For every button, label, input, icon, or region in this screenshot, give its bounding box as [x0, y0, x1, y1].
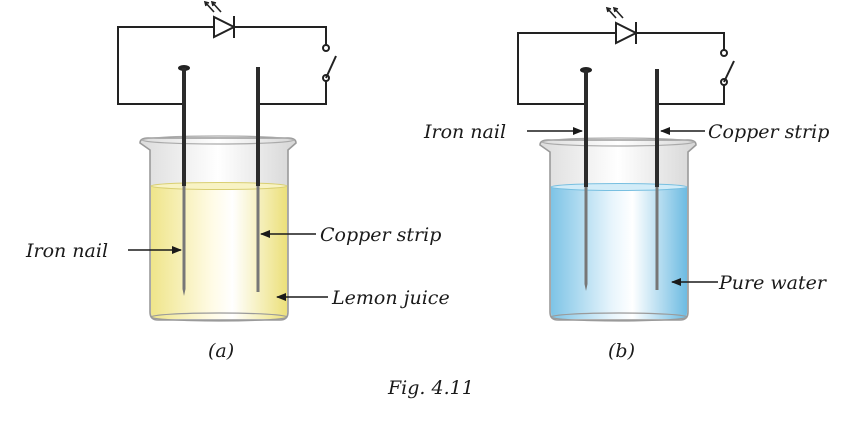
label-copper-strip-a: Copper strip: [320, 224, 441, 246]
led-icon: [605, 6, 640, 45]
pure-water-liquid: [551, 187, 687, 319]
copper-strip-a: [256, 67, 260, 292]
circuit-wire-b: [517, 32, 725, 105]
copper-strip-b: [655, 69, 659, 290]
iron-nail-a: [178, 65, 190, 296]
figure-caption: Fig. 4.11: [387, 377, 474, 399]
label-iron-nail-b: Iron nail: [423, 121, 506, 143]
iron-nail-b: [580, 67, 592, 291]
label-copper-strip-b: Copper strip: [708, 121, 829, 143]
caption-a: (a): [208, 340, 234, 362]
switch-icon: [720, 49, 735, 86]
setup-a: Iron nail Copper strip Lemon juice (a): [25, 0, 450, 362]
lemon-juice-liquid: [151, 186, 287, 319]
caption-b: (b): [608, 340, 635, 362]
switch-icon: [322, 44, 337, 82]
beaker-a: [139, 135, 297, 322]
label-iron-nail-a: Iron nail: [25, 240, 108, 262]
beaker-b: [539, 137, 697, 322]
label-pure-water: Pure water: [718, 272, 828, 294]
circuit-wire-a: [117, 26, 327, 105]
led-icon: [203, 0, 238, 39]
label-lemon-juice: Lemon juice: [331, 287, 450, 309]
setup-b: Iron nail Copper strip Pure water (b): [423, 6, 829, 362]
